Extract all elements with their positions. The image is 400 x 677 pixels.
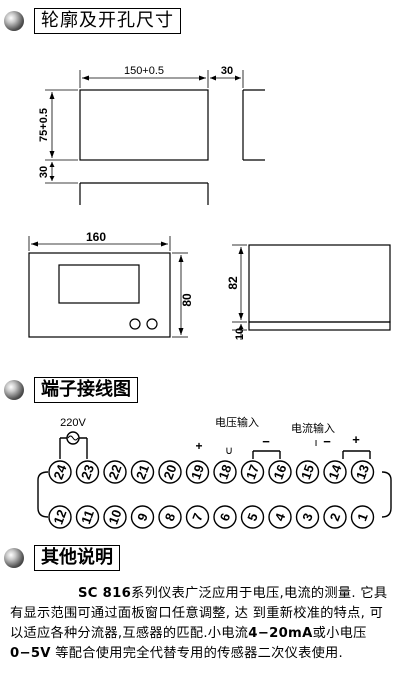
cutout-drawing: 150+0.5 30 75+0.5 30 (38, 65, 265, 205)
terminal-circle (103, 460, 127, 484)
terminal-label: 9 (134, 511, 151, 523)
front-panel (28, 252, 171, 338)
terminal-label: 10 (105, 508, 124, 527)
terminal-label: 11 (78, 508, 97, 526)
dim-cutout-width: 150+0.5 (124, 65, 164, 77)
terminal-circle (185, 505, 210, 529)
terminal-label: 8 (162, 511, 179, 523)
bullet-icon (4, 380, 24, 400)
minus-15: − (323, 434, 331, 449)
terminal-label: 14 (325, 462, 344, 481)
terminal-circle (268, 460, 292, 484)
terminal-label: 22 (105, 463, 124, 482)
bullet-icon (4, 11, 24, 31)
dim-front-width: 160 (86, 230, 106, 244)
u-label: ∪ (225, 445, 233, 457)
terminal-label: 6 (217, 511, 234, 523)
terminal-circle (75, 505, 100, 529)
terminal-circle (75, 460, 100, 484)
terminal-label: 19 (188, 463, 207, 482)
model-name: SC 816 (78, 586, 132, 601)
supply-label: 220V (60, 417, 86, 429)
i-label: ı (314, 437, 317, 449)
terminal-label: 21 (133, 463, 152, 482)
description-text-1: 系列仪表广泛应用于电压,电流的测量. 它具有显示范围可通过面板窗口任意调整, 达… (10, 586, 388, 641)
terminal-circle (185, 460, 210, 484)
current-range: 4−20mA (248, 626, 313, 641)
dim-side-height: 82 (226, 276, 240, 290)
terminal-circle (295, 460, 320, 484)
section-title: 端子接线图 (34, 377, 138, 403)
terminal-label: 20 (160, 463, 179, 482)
terminal-circle (130, 505, 155, 529)
terminal-circle (158, 505, 182, 529)
terminal-circle (158, 460, 182, 484)
terminal-label: 2 (327, 511, 344, 523)
dim-side-base: 10 (234, 328, 246, 340)
terminal-circle (213, 505, 237, 529)
plus-14: + (352, 432, 360, 447)
terminal-circle (323, 460, 347, 484)
terminal-circle (323, 505, 347, 529)
side-flange (248, 321, 391, 331)
terminal-label: 1 (354, 511, 371, 523)
current-input-label: 电流输入 (291, 421, 335, 435)
description-text-2: 或小电压 (312, 626, 367, 641)
display-window (58, 264, 140, 304)
description-text-3: 等配合使用完全代替专用的传感器二次仪表使用. (50, 646, 344, 661)
terminal-label: 7 (189, 511, 206, 523)
terminal-circle (240, 505, 265, 529)
terminal-label: 13 (353, 463, 372, 482)
dim-front-height: 80 (180, 293, 194, 307)
terminal-label: 16 (270, 463, 289, 482)
voltage-range: 0−5V (10, 646, 51, 661)
voltage-input-label: 电压输入 (215, 415, 259, 429)
terminal-label: 17 (243, 463, 262, 482)
button-right (146, 318, 158, 330)
terminal-circle (130, 460, 155, 484)
terminal-label: 24 (50, 462, 69, 481)
terminal-circle (48, 505, 72, 529)
terminal-circle (48, 460, 72, 484)
dim-spacing-right: 30 (221, 65, 233, 77)
terminal-label: 15 (298, 463, 317, 482)
terminal-circle (350, 505, 375, 529)
front-side-drawing: 160 80 82 10 (28, 230, 391, 340)
terminal-label: 12 (50, 508, 69, 527)
cutout-rect (79, 89, 209, 161)
terminal-circle (350, 460, 375, 484)
section-title: 轮廓及开孔尺寸 (34, 8, 181, 34)
button-left (129, 318, 141, 330)
minus-17: − (262, 434, 270, 449)
terminal-label: 5 (244, 511, 261, 523)
terminal-label: 23 (78, 463, 97, 482)
section-title: 其他说明 (34, 545, 120, 571)
side-body (248, 244, 391, 323)
terminal-circle (103, 505, 127, 529)
dim-cutout-height: 75+0.5 (38, 108, 50, 142)
description-paragraph: SC 816系列仪表广泛应用于电压,电流的测量. 它具有显示范围可通过面板窗口任… (10, 584, 394, 664)
terminal-label: 18 (215, 463, 234, 482)
terminal-circle (295, 505, 320, 529)
bullet-icon (4, 548, 24, 568)
plus-19: + (195, 439, 202, 453)
terminal-circle (240, 460, 265, 484)
terminal-circle (213, 460, 237, 484)
dim-spacing-bottom: 30 (38, 166, 50, 178)
terminal-circle (268, 505, 292, 529)
terminal-label: 3 (299, 511, 316, 523)
